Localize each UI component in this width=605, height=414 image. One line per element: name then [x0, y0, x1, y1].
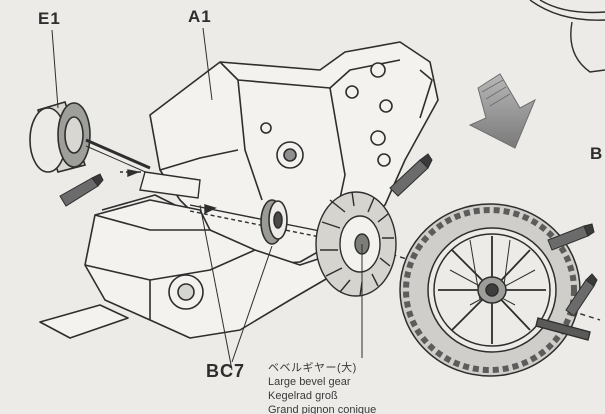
caption-japanese: ベベルギヤー(大) — [268, 362, 357, 374]
part-label-bc7: BC7 — [206, 361, 246, 381]
grease-tube-icon — [59, 173, 104, 207]
part-label-a1: A1 — [188, 7, 212, 26]
grease-tube-icon — [547, 223, 595, 251]
caption-german: Kegelrad groß — [268, 390, 338, 403]
grease-tube-icon — [389, 153, 433, 197]
spur-gear — [399, 203, 581, 377]
leader-lines — [51, 27, 213, 109]
motor — [29, 101, 151, 175]
part-caption: ベベルギヤー(大) Large bevel gear Kegelrad groß… — [268, 361, 376, 414]
part-label-e1: E1 — [38, 9, 61, 28]
axle-pin — [535, 317, 591, 341]
grease-tube-icon — [565, 273, 598, 317]
bearing — [231, 199, 288, 363]
insertion-arrow-icon — [468, 73, 536, 149]
caption-french: Grand pignon conique — [268, 404, 377, 414]
caption-english: Large bevel gear — [268, 376, 351, 389]
bevel-gear — [315, 191, 397, 358]
partial-gear-top-right — [529, 0, 605, 73]
motor-mount-plate — [120, 169, 201, 199]
part-label-b: B — [590, 144, 604, 163]
spur-gear-spokes — [438, 236, 546, 344]
